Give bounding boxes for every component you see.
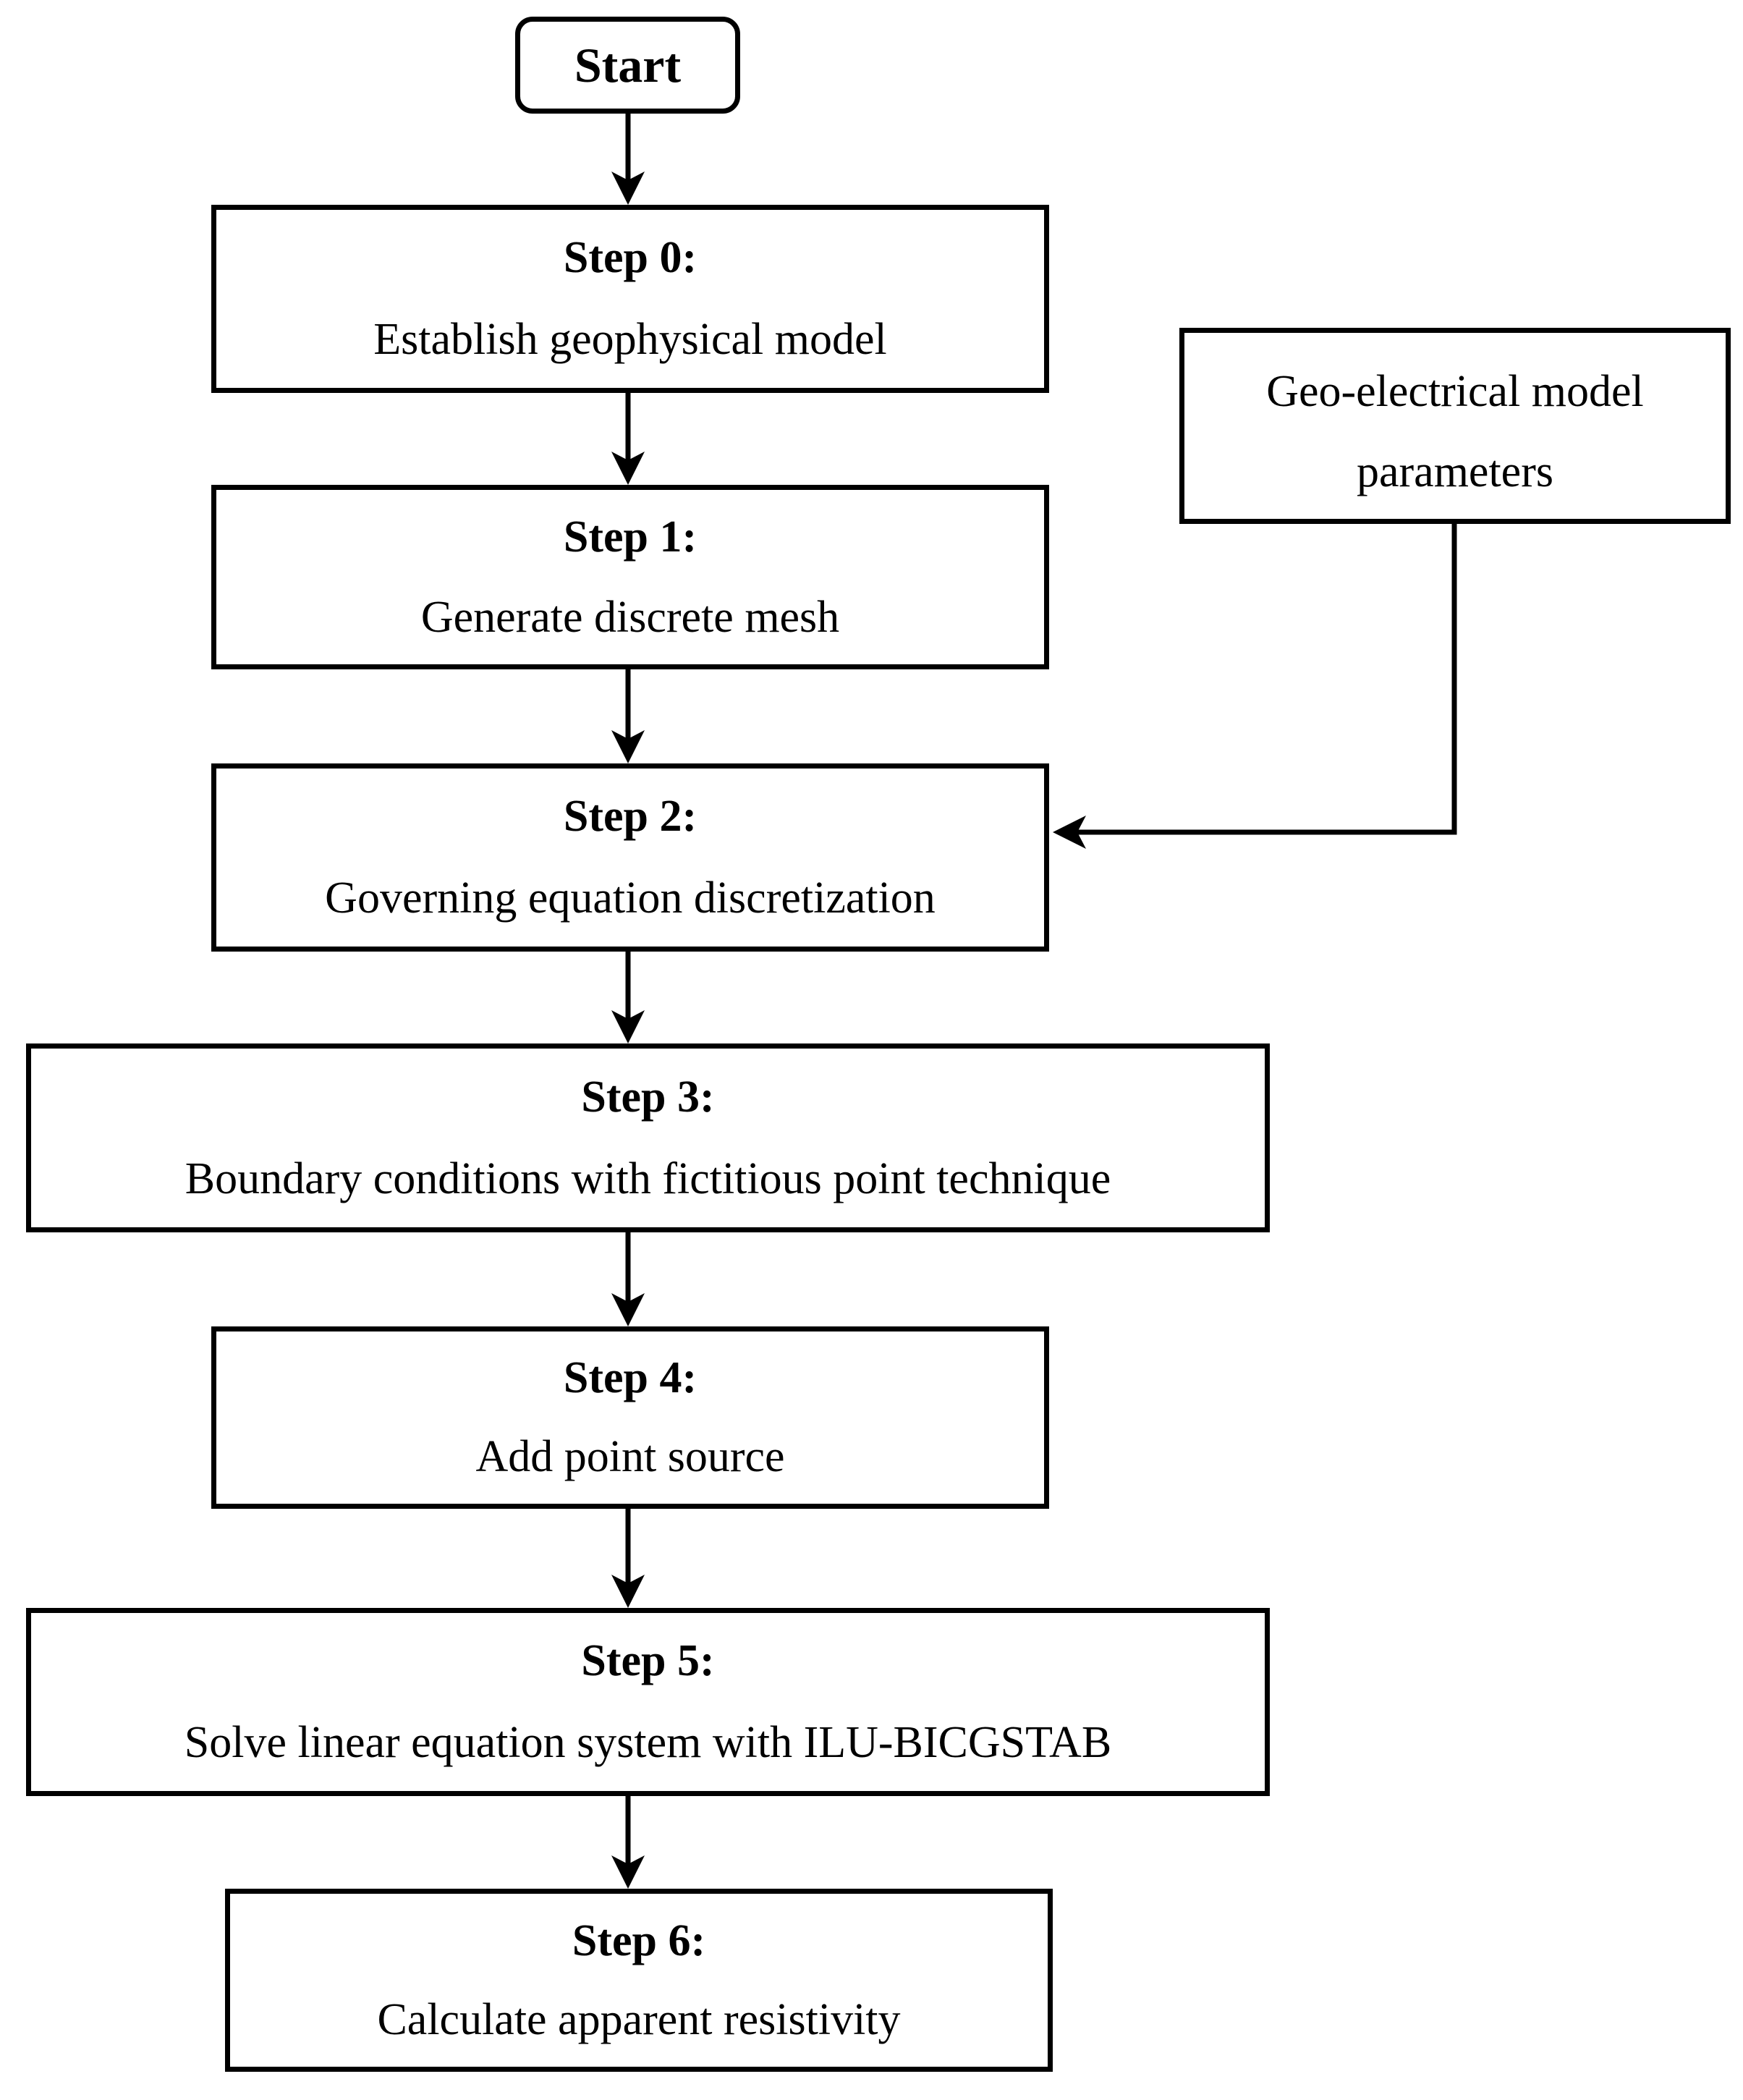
step3-body: Boundary conditions with fictitious poin…	[185, 1154, 1111, 1204]
arrow-start-to-step0	[611, 110, 645, 205]
step6-node: Step 6: Calculate apparent resistivity	[225, 1889, 1053, 2072]
geo-parameters-node: Geo-electrical model parameters	[1179, 328, 1731, 524]
step5-node: Step 5: Solve linear equation system wit…	[26, 1608, 1270, 1796]
arrow-step4-to-step5	[611, 1509, 645, 1608]
arrow-step1-to-step2	[611, 669, 645, 763]
step2-node: Step 2: Governing equation discretizatio…	[211, 763, 1049, 952]
step5-body: Solve linear equation system with ILU-BI…	[184, 1718, 1112, 1768]
step1-node: Step 1: Generate discrete mesh	[211, 485, 1049, 669]
arrow-step2-to-step3	[611, 952, 645, 1043]
step4-body: Add point source	[475, 1432, 785, 1482]
arrow-geo-to-step2	[1053, 524, 1457, 849]
start-label: Start	[574, 38, 682, 93]
arrow-step0-to-step1	[611, 393, 645, 485]
step1-title: Step 1:	[563, 512, 697, 562]
geo-parameters-line1: Geo-electrical model	[1266, 367, 1644, 417]
geo-parameters-line2: parameters	[1357, 446, 1553, 496]
step0-body: Establish geophysical model	[373, 315, 887, 365]
arrow-step5-to-step6	[611, 1796, 645, 1889]
step1-body: Generate discrete mesh	[420, 592, 840, 642]
start-node: Start	[515, 17, 740, 114]
step3-node: Step 3: Boundary conditions with fictiti…	[26, 1043, 1270, 1232]
step4-title: Step 4:	[563, 1353, 697, 1403]
step2-title: Step 2:	[563, 792, 697, 842]
step6-title: Step 6:	[572, 1915, 706, 1965]
step6-body: Calculate apparent resistivity	[377, 1995, 901, 2045]
arrow-step3-to-step4	[611, 1232, 645, 1326]
step0-title: Step 0:	[563, 233, 697, 283]
step4-node: Step 4: Add point source	[211, 1326, 1049, 1509]
step0-node: Step 0: Establish geophysical model	[211, 205, 1049, 393]
step2-body: Governing equation discretization	[325, 873, 936, 923]
step3-title: Step 3:	[581, 1072, 715, 1122]
step5-title: Step 5:	[581, 1636, 715, 1686]
